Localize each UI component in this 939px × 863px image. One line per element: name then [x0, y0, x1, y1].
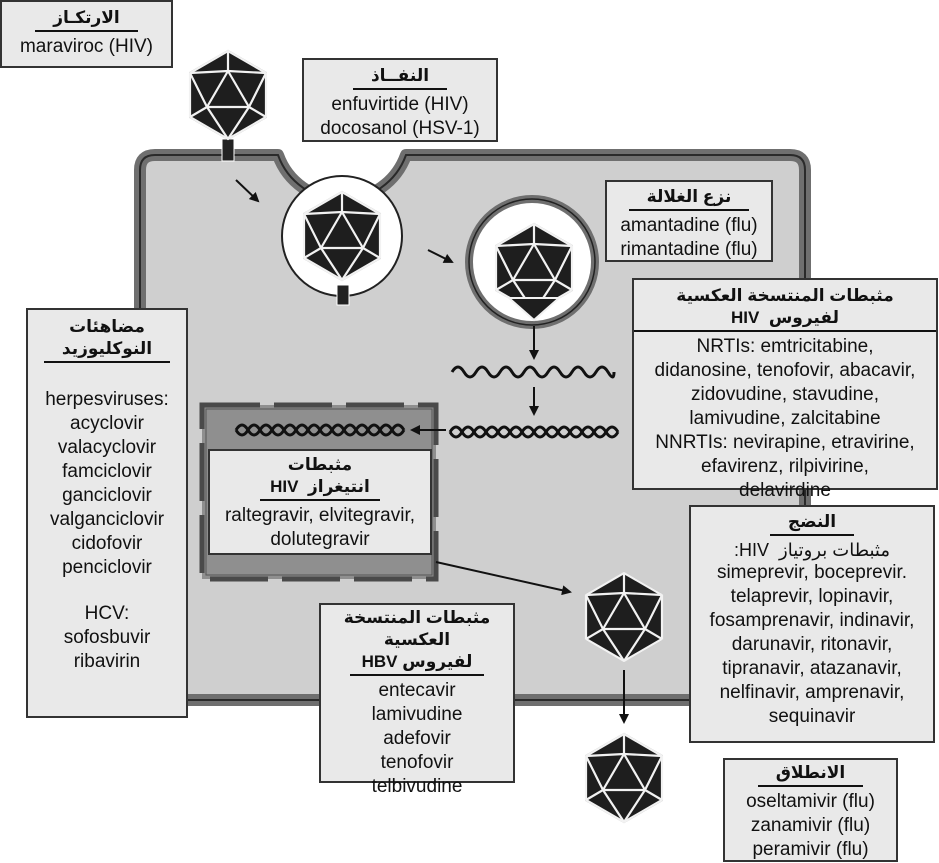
drug-name: valganciclovir [49, 509, 165, 530]
maturation-title: النضج [769, 511, 855, 536]
integrase-title-line2: انتيغراز [307, 477, 370, 496]
hbv-rt-title-line2: لفيروس [402, 652, 473, 671]
integrase-box: مثبطات انتيغراز HIV raltegravir, elviteg… [208, 449, 432, 555]
drug-line: sequinavir [768, 706, 856, 727]
integrase-title-virus: HIV [270, 477, 299, 496]
drug-name: entecavir [378, 680, 456, 701]
drug-name: tenofovir [380, 752, 454, 773]
virus-uncoating [494, 222, 574, 322]
herpesviruses-label: herpesviruses: [45, 389, 169, 410]
drug-line: NRTIs: emtricitabine, [696, 336, 874, 357]
virus-entering [302, 190, 382, 306]
drug-line: fosamprenavir, indinavir, [709, 610, 915, 631]
release-box: الانطلاق oseltamivir (flu) zanamivir (fl… [723, 758, 898, 862]
penetration-box: النفــاذ enfuvirtide (HIV) docosanol (HS… [302, 58, 498, 142]
drug-name: telbivudine [371, 776, 463, 797]
drug-line: telaprevir, lopinavir, [730, 586, 894, 607]
drug-line: raltegravir, elvitegravir, [224, 505, 416, 526]
nucleoside-title-line2: النوكليوزيد [43, 338, 171, 363]
maturation-box: النضج مثبطات بروتياز HIV: simeprevir, bo… [689, 505, 935, 743]
drug-line: simeprevir, boceprevir. [716, 562, 908, 583]
penetration-title: النفــاذ [352, 65, 448, 90]
integrase-title-line1: مثبطات [287, 455, 353, 474]
nucleoside-title-line1: مضاهئات [69, 317, 145, 336]
drug-name: zanamivir (flu) [750, 815, 871, 836]
drug-name: amantadine (flu) [620, 215, 758, 236]
drug-line: didanosine, tenofovir, abacavir, [654, 360, 916, 381]
maturation-subtitle: مثبطات بروتياز [779, 540, 890, 560]
nucleoside-analogs-box: مضاهئات النوكليوزيد herpesviruses: acycl… [26, 308, 188, 718]
uncoating-box: نزع الغلالة amantadine (flu) rimantadine… [605, 180, 773, 262]
drug-name: rimantadine (flu) [620, 239, 758, 260]
drug-name: valacyclovir [57, 437, 157, 458]
viral-rna-strand [450, 365, 616, 379]
drug-name: sofosbuvir [63, 627, 151, 648]
drug-line: dolutegravir [270, 529, 370, 550]
maturation-subtitle-virus: HIV: [734, 540, 770, 560]
hiv-rt-title-virus: HIV [731, 308, 760, 327]
hbv-rt-title-line1: مثبطات المنتسخة العكسية [343, 608, 491, 649]
drug-name: cidofovir [71, 533, 143, 554]
drug-name: ribavirin [73, 651, 141, 672]
drug-name: peramivir (flu) [752, 839, 869, 860]
drug-name: famciclovir [62, 461, 152, 482]
integrated-dna [234, 423, 406, 437]
drug-name: adefovir [383, 728, 451, 749]
attachment-box: الارتكـاز maraviroc (HIV) [0, 0, 173, 68]
drug-line: zidovudine, stavudine, [690, 384, 879, 405]
hbv-rt-inhibitors-box: مثبطات المنتسخة العكسية لفيروس HBV entec… [319, 603, 515, 797]
drug-name: oseltamivir (flu) [746, 791, 875, 812]
drug-name: lamivudine [371, 704, 463, 725]
viral-dna-double-helix [448, 425, 620, 439]
drug-name: enfuvirtide (HIV) [331, 94, 469, 115]
drug-line: nelfinavir, amprenavir, [719, 682, 905, 703]
hcv-label: HCV: [84, 603, 130, 624]
hbv-rt-title-virus: HBV [361, 652, 398, 671]
drug-name: ganciclovir [62, 485, 152, 506]
flow-arrows [235, 179, 629, 724]
drug-line: darunavir, ritonavir, [731, 634, 893, 655]
drug-line: efavirenz, rilpivirine, [701, 456, 869, 477]
virus-attaching [188, 49, 268, 162]
drug-name: maraviroc (HIV) [19, 36, 153, 57]
hiv-rt-title: مثبطات المنتسخة العكسية لفيروس [676, 286, 894, 327]
drug-name: penciclovir [62, 557, 152, 578]
attachment-title: الارتكـاز [35, 7, 138, 32]
drug-name: docosanol (HSV-1) [320, 118, 480, 139]
hiv-rt-inhibitors-box: مثبطات المنتسخة العكسية لفيروس HIV NRTIs… [632, 278, 938, 501]
drug-line: delavirdine [739, 480, 831, 501]
drug-line: lamivudine, zalcitabine [689, 408, 881, 429]
uncoating-title: نزع الغلالة [628, 186, 750, 211]
release-title: الانطلاق [757, 762, 864, 787]
drug-line: tipranavir, atazanavir, [722, 658, 902, 679]
drug-name: acyclovir [70, 413, 144, 434]
drug-line: NNRTIs: nevirapine, etravirine, [655, 432, 915, 453]
virus-released [584, 732, 664, 824]
